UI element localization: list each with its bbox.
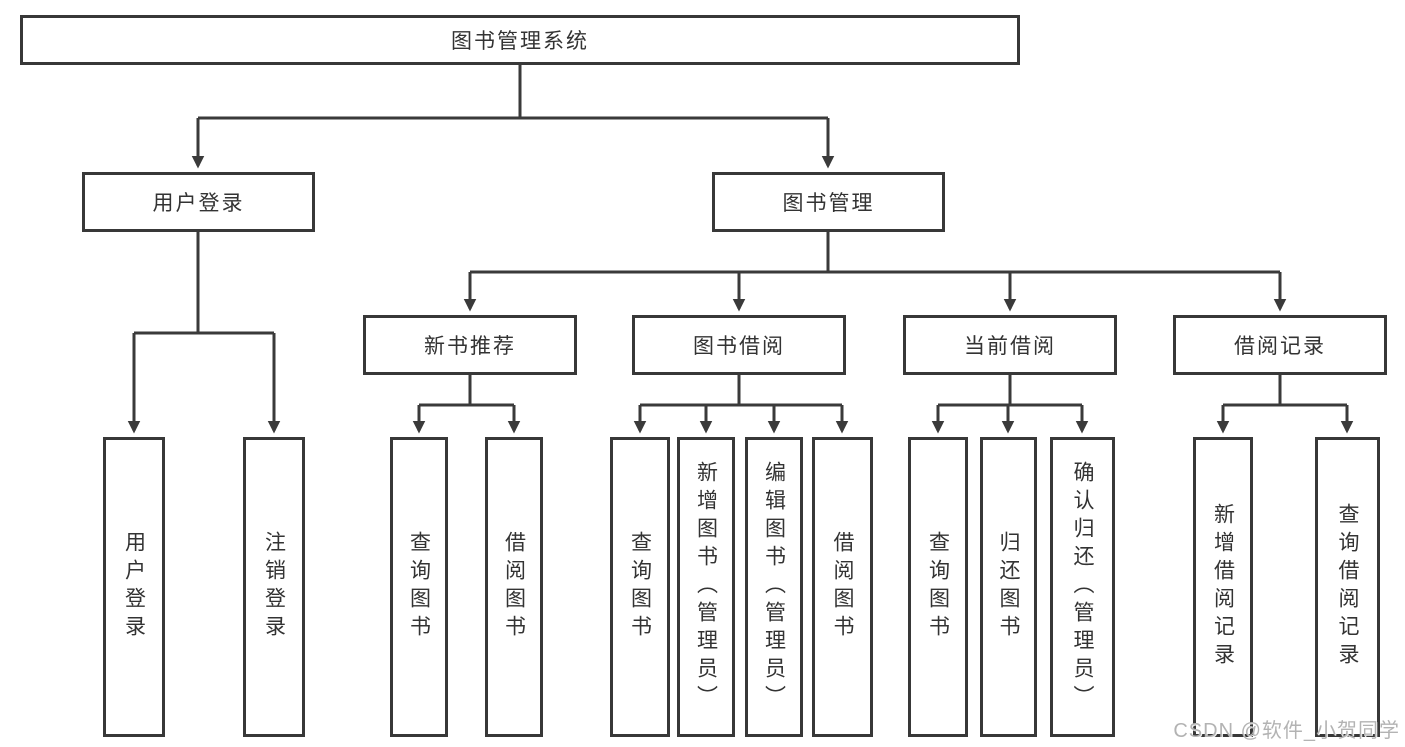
- node-book-management: 图书管理: [712, 172, 945, 232]
- leaf-add-book-admin: 新增图书（管理员）: [677, 437, 735, 737]
- node-current-borrow: 当前借阅: [903, 315, 1117, 375]
- csdn-watermark: CSDN @软件_小贺同学: [1173, 720, 1400, 742]
- leaf-borrow-book-recommend: 借阅图书: [485, 437, 543, 737]
- leaf-return-book: 归还图书: [980, 437, 1037, 737]
- leaf-confirm-return-admin-label: 确认归还（管理员）: [1071, 461, 1094, 713]
- leaf-logout-login: 注销登录: [243, 437, 305, 737]
- leaf-query-borrow-record-label: 查询借阅记录: [1336, 503, 1359, 671]
- leaf-borrow-book-borrow-label: 借阅图书: [831, 531, 854, 643]
- leaf-return-book-label: 归还图书: [997, 531, 1020, 643]
- node-user-login-label: 用户登录: [152, 192, 245, 215]
- node-book-management-label: 图书管理: [782, 192, 875, 215]
- node-book-borrow: 图书借阅: [632, 315, 846, 375]
- leaf-edit-book-admin: 编辑图书（管理员）: [745, 437, 803, 737]
- leaf-add-borrow-record-label: 新增借阅记录: [1211, 503, 1235, 671]
- leaf-query-book-recommend: 查询图书: [390, 437, 448, 737]
- node-book-borrow-label: 图书借阅: [693, 335, 785, 358]
- leaf-logout-login-label: 注销登录: [262, 531, 286, 643]
- node-new-book-recommend: 新书推荐: [363, 315, 577, 375]
- node-new-book-recommend-label: 新书推荐: [424, 335, 516, 358]
- leaf-confirm-return-admin: 确认归还（管理员）: [1050, 437, 1115, 737]
- leaf-add-borrow-record: 新增借阅记录: [1193, 437, 1253, 737]
- leaf-query-book-current: 查询图书: [908, 437, 968, 737]
- leaf-query-book-current-label: 查询图书: [926, 531, 950, 643]
- leaf-query-borrow-record: 查询借阅记录: [1315, 437, 1380, 737]
- leaf-user-login-label: 用户登录: [122, 531, 146, 643]
- leaf-edit-book-admin-label: 编辑图书（管理员）: [762, 461, 786, 713]
- leaf-add-book-admin-label: 新增图书（管理员）: [694, 461, 718, 713]
- leaf-borrow-book-recommend-label: 借阅图书: [502, 531, 526, 643]
- node-current-borrow-label: 当前借阅: [964, 335, 1056, 358]
- node-root: 图书管理系统: [20, 15, 1020, 65]
- node-user-login: 用户登录: [82, 172, 315, 232]
- leaf-query-book-borrow-label: 查询图书: [628, 531, 652, 643]
- node-borrow-records: 借阅记录: [1173, 315, 1387, 375]
- leaf-borrow-book-borrow: 借阅图书: [812, 437, 873, 737]
- leaf-query-book-recommend-label: 查询图书: [407, 531, 431, 643]
- node-root-label: 图书管理系统: [451, 30, 589, 53]
- leaf-query-book-borrow: 查询图书: [610, 437, 670, 737]
- leaf-user-login: 用户登录: [103, 437, 165, 737]
- node-borrow-records-label: 借阅记录: [1234, 335, 1326, 358]
